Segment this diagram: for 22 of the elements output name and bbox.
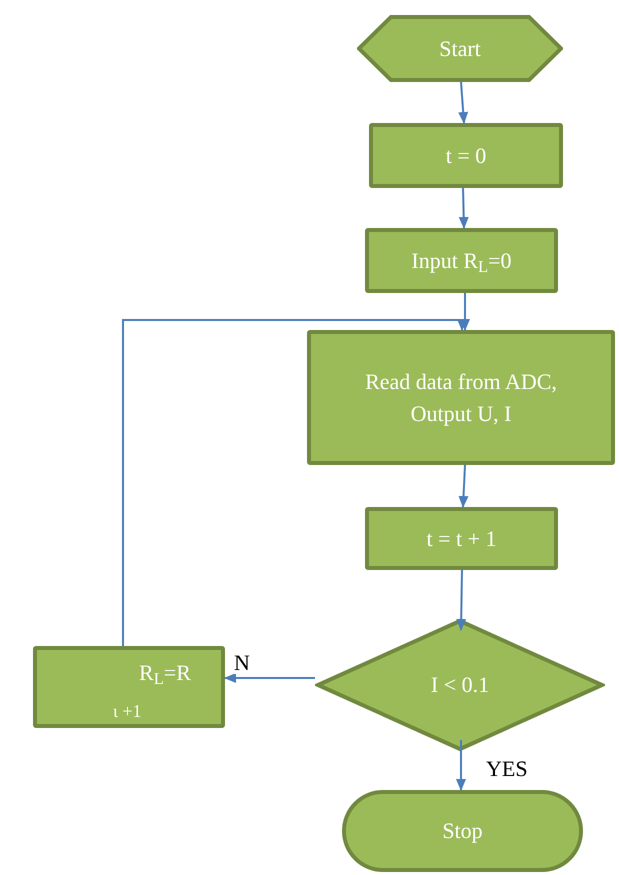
node-text: Read data from ADC, Output U, I — [364, 368, 558, 428]
node-text: ι +1 — [113, 702, 142, 720]
node-text: I < 0.1 — [430, 671, 490, 700]
decision-diamond — [315, 618, 605, 752]
arrow — [458, 188, 469, 229]
node-text: R$_{L}$=R — [139, 662, 191, 684]
process-box — [369, 123, 563, 188]
arrow — [456, 570, 466, 631]
node-text: t = t + 1 — [425, 524, 498, 553]
node-text: Start — [438, 34, 482, 63]
process-box — [33, 646, 225, 728]
arrow — [458, 464, 469, 508]
node-text: Input R$_{L}$=0 — [410, 246, 513, 276]
arrow — [456, 740, 466, 791]
start-hexagon — [357, 15, 563, 82]
arrow — [458, 82, 468, 124]
node-text: t = 0 — [444, 142, 488, 170]
process-box — [365, 507, 558, 570]
arrow — [224, 673, 315, 683]
process-box — [307, 330, 615, 465]
input-box — [365, 228, 558, 293]
node-text: Stop — [441, 817, 484, 846]
